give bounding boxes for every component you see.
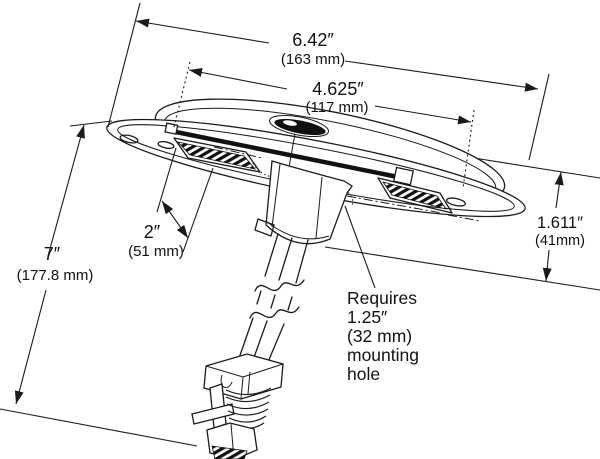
- seam-clip-left: [164, 122, 179, 135]
- cone-bottom-lip: [254, 218, 275, 237]
- dim-7-inches-label: 7″: [44, 244, 61, 264]
- lens-window-left: [173, 137, 261, 173]
- dim-642-left-segment: [135, 18, 270, 44]
- gasket-notch: [283, 120, 297, 126]
- cone-opening-dotted-2: [344, 189, 354, 207]
- dim-4625-right-segment: [374, 105, 472, 125]
- clamp-collar-edges: [205, 363, 284, 400]
- flange-hole-right: [446, 197, 466, 207]
- dim-1611-inches-label: 1.611″: [537, 214, 583, 232]
- pipe-break-lower: [249, 306, 300, 319]
- clamp-bracket-foot: [191, 403, 235, 425]
- dim-2-double-arrow: [161, 200, 189, 239]
- pipe-break-upper: [254, 279, 305, 292]
- note-line-1: Requires: [347, 288, 417, 308]
- cone-facet-line: [315, 176, 323, 239]
- dim-1611-upper-segment: [554, 171, 564, 209]
- flange-hole-left-2: [157, 140, 175, 150]
- ext-7-top-tangent: [69, 120, 113, 127]
- dim-642-right-segment: [344, 60, 539, 92]
- mounting-stem: [237, 233, 309, 364]
- clamp-assembly: [191, 353, 284, 459]
- ext-642-right: [528, 73, 550, 161]
- cone-facet-line-2: [271, 163, 281, 228]
- dim-2-inches-label: 2″: [144, 222, 161, 242]
- clamp-threads: [225, 387, 272, 430]
- dim-7-upper-segment: [47, 124, 85, 257]
- ext-2-right: [182, 167, 214, 253]
- lens-seam: [175, 129, 399, 180]
- dim-1611-mm-label: (41mm): [535, 233, 585, 249]
- dim-1611-lower-segment: [542, 249, 552, 282]
- lens-hatch-left: [176, 141, 257, 170]
- lamp-body: [106, 98, 526, 222]
- dim-7-lower-segment: [14, 289, 47, 405]
- note-line-3: (32 mm): [347, 326, 412, 346]
- note-line-2: 1.25″: [347, 307, 387, 327]
- dim-4625-left-segment: [188, 68, 288, 90]
- note-line-4: mounting: [347, 345, 419, 365]
- dimension-labels: 6.42″ (163 mm) 4.625″ (117 mm) 2″ (51 mm…: [17, 30, 585, 284]
- dim-642-mm-label: (163 mm): [281, 51, 345, 68]
- dim-7-mm-label: (177.8 mm): [17, 267, 94, 284]
- mounting-cone: [254, 160, 353, 245]
- dim-642-inches-label: 6.42″: [292, 30, 334, 50]
- ext-4625-right-dotted: [462, 109, 475, 189]
- lens-hatch-right: [382, 181, 447, 210]
- stem-upper: [264, 233, 309, 284]
- clamp-collar-detail: [220, 371, 251, 395]
- hex-end-hatch: [211, 445, 248, 459]
- dimension-lines: [14, 18, 564, 405]
- dim-2-mm-label: (51 mm): [128, 243, 184, 260]
- dim-4625-mm-label: (117 mm): [305, 99, 368, 116]
- centerlines: [213, 146, 481, 222]
- ext-7-baseline: [0, 408, 198, 447]
- ext-4625-left-dotted: [173, 61, 191, 128]
- ext-642-left: [107, 2, 141, 128]
- ext-2-left: [156, 147, 177, 213]
- flange-hole-left-1: [119, 134, 139, 144]
- dim-4625-inches-label: 4.625″: [312, 79, 364, 99]
- lens-window-right: [377, 177, 453, 214]
- stem-middle: [256, 290, 293, 311]
- mounting-hole-note: Requires 1.25″ (32 mm) mounting hole: [347, 288, 419, 384]
- center-opening: [269, 114, 329, 138]
- center-line: [288, 133, 296, 168]
- seam-clip-right: [392, 166, 415, 186]
- note-leader-line: [344, 205, 376, 289]
- note-line-5: hole: [347, 364, 380, 384]
